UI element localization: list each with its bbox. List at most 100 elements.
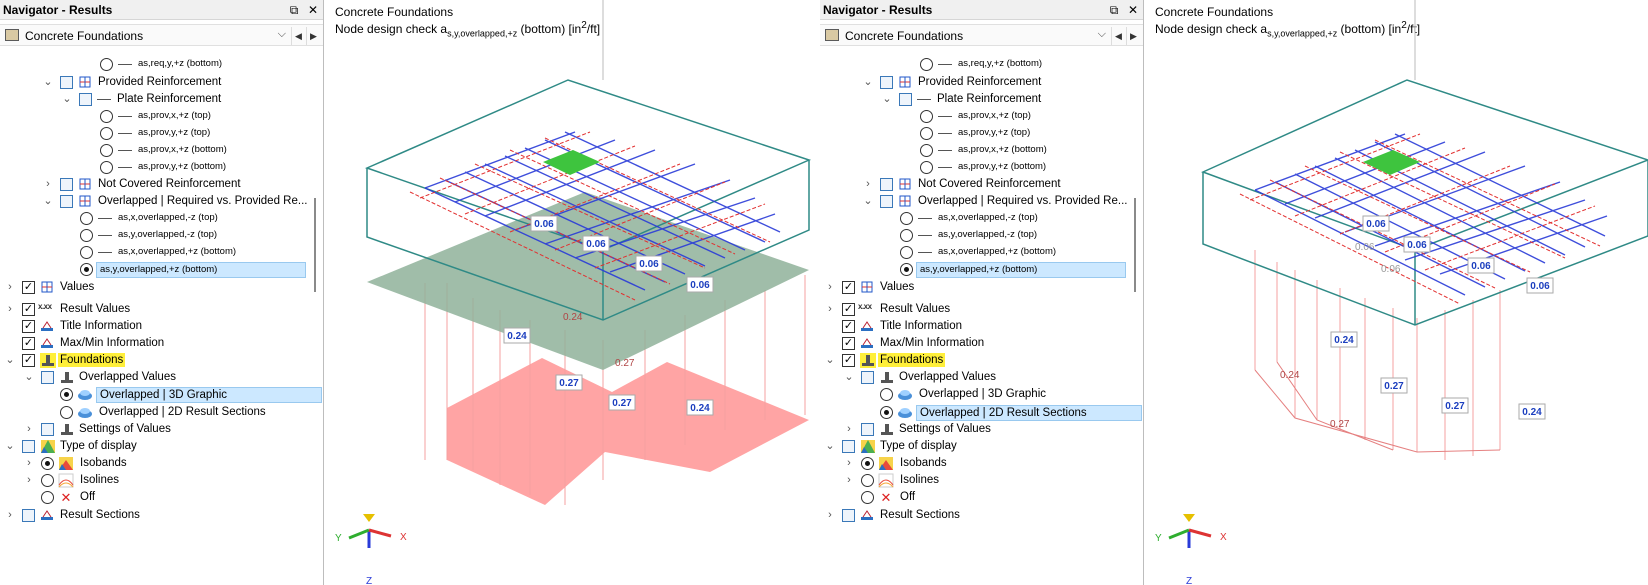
chevron-right-icon[interactable]: ›: [847, 457, 851, 469]
checkbox-checked[interactable]: ✓: [22, 337, 35, 350]
chevron-right-icon[interactable]: ›: [8, 509, 12, 521]
tree-item-ov-y-bottom[interactable]: as,y,overlapped,+z (bottom): [820, 261, 1143, 278]
chevron-right-icon[interactable]: ›: [828, 303, 832, 315]
radio-button[interactable]: [100, 144, 113, 157]
radio-button[interactable]: [920, 127, 933, 140]
radio-button[interactable]: [100, 58, 113, 71]
checkbox[interactable]: [22, 440, 35, 453]
chevron-down-icon[interactable]: ⌄: [62, 93, 72, 105]
chevron-right-icon[interactable]: ›: [828, 509, 832, 521]
radio-button[interactable]: [60, 406, 73, 419]
checkbox-checked[interactable]: ✓: [22, 320, 35, 333]
radio-button[interactable]: [80, 246, 93, 259]
tree-item-isolines[interactable]: › Isolines: [0, 472, 323, 489]
chevron-down-icon[interactable]: ⌄: [825, 354, 835, 366]
radio-button[interactable]: [861, 474, 874, 487]
chevron-right-icon[interactable]: ›: [8, 281, 12, 293]
chevron-right-icon[interactable]: ›: [828, 281, 832, 293]
tree-item-values[interactable]: › ✓ Values: [820, 279, 1143, 296]
chevron-down-icon[interactable]: ⌄: [825, 440, 835, 452]
graphic-view-right[interactable]: Concrete Foundations Node design check a…: [1145, 0, 1648, 585]
tree-item-title-information[interactable]: ✓ Title Information: [0, 318, 323, 335]
tree-item-prov-x-bottom[interactable]: as,prov,x,+z (bottom): [820, 142, 1143, 159]
tree-item-result-sections[interactable]: › Result Sections: [0, 507, 323, 524]
radio-button[interactable]: [80, 212, 93, 225]
tree-item-ov-3d[interactable]: Overlapped | 3D Graphic: [0, 386, 323, 403]
radio-button[interactable]: [41, 474, 54, 487]
tree-item-as-req-y-bottom[interactable]: as,req,y,+z (bottom): [820, 56, 1143, 73]
tree-item-settings-of-values[interactable]: › Settings of Values: [0, 421, 323, 438]
checkbox[interactable]: [60, 195, 73, 208]
chevron-down-icon[interactable]: ⌄: [882, 93, 892, 105]
checkbox-checked[interactable]: ✓: [842, 354, 855, 367]
radio-button[interactable]: [920, 58, 933, 71]
tree-item-settings-of-values[interactable]: › Settings of Values: [820, 421, 1143, 438]
radio-button[interactable]: [100, 161, 113, 174]
radio-button[interactable]: [60, 388, 73, 401]
tree-item-off[interactable]: ✕ Off: [0, 489, 323, 506]
radio-button[interactable]: [900, 212, 913, 225]
radio-button[interactable]: [41, 457, 54, 470]
tree-item-maxmin-information[interactable]: ✓ Max/Min Information: [820, 335, 1143, 352]
radio-button[interactable]: [900, 246, 913, 259]
tree-item-type-of-display[interactable]: ⌄ Type of display: [0, 438, 323, 455]
scrollbar[interactable]: [314, 198, 316, 292]
radio-button[interactable]: [900, 229, 913, 242]
tree-item-foundations[interactable]: ⌄ ✓ Foundations: [0, 352, 323, 369]
chevron-right-icon[interactable]: ›: [8, 303, 12, 315]
tree-item-ov-y-top[interactable]: as,y,overlapped,-z (top): [820, 227, 1143, 244]
chevron-right-icon[interactable]: ›: [46, 178, 50, 190]
prev-button[interactable]: ◀: [291, 27, 305, 45]
chevron-down-icon[interactable]: ⌄: [5, 440, 15, 452]
checkbox-checked[interactable]: ✓: [22, 354, 35, 367]
tree-item-prov-y-bottom[interactable]: as,prov,y,+z (bottom): [820, 159, 1143, 176]
checkbox-checked[interactable]: ✓: [842, 303, 855, 316]
tree-item-ov-2d[interactable]: Overlapped | 2D Result Sections: [0, 404, 323, 421]
checkbox-checked[interactable]: ✓: [22, 281, 35, 294]
checkbox[interactable]: [842, 509, 855, 522]
tree-item-prov-y-top[interactable]: as,prov,y,+z (top): [0, 125, 323, 142]
radio-button[interactable]: [920, 161, 933, 174]
checkbox[interactable]: [880, 178, 893, 191]
checkbox[interactable]: [861, 371, 874, 384]
chevron-down-icon[interactable]: ⌄: [863, 76, 873, 88]
next-button[interactable]: ▶: [1126, 27, 1140, 45]
tree-item-maxmin-information[interactable]: ✓ Max/Min Information: [0, 335, 323, 352]
tree-item-ov-x-bottom[interactable]: as,x,overlapped,+z (bottom): [0, 244, 323, 261]
radio-button[interactable]: [100, 110, 113, 123]
checkbox[interactable]: [79, 93, 92, 106]
checkbox[interactable]: [60, 178, 73, 191]
checkbox[interactable]: [60, 76, 73, 89]
prev-button[interactable]: ◀: [1111, 27, 1125, 45]
tree-item-title-information[interactable]: ✓ Title Information: [820, 318, 1143, 335]
tree-item-ov-y-bottom[interactable]: as,y,overlapped,+z (bottom): [0, 261, 323, 278]
tree-item-prov-x-bottom[interactable]: as,prov,x,+z (bottom): [0, 142, 323, 159]
checkbox[interactable]: [41, 371, 54, 384]
tree-item-prov-x-top[interactable]: as,prov,x,+z (top): [820, 108, 1143, 125]
tree-item-not-covered[interactable]: › Not Covered Reinforcement: [0, 176, 323, 193]
checkbox[interactable]: [861, 423, 874, 436]
checkbox[interactable]: [880, 195, 893, 208]
close-icon[interactable]: ✕: [1127, 3, 1139, 17]
tree-item-overlapped[interactable]: ⌄ Overlapped | Required vs. Provided Re.…: [820, 193, 1143, 210]
tree-item-overlapped[interactable]: ⌄ Overlapped | Required vs. Provided Re.…: [0, 193, 323, 210]
float-window-icon[interactable]: ⧉: [1109, 3, 1119, 17]
chevron-right-icon[interactable]: ›: [847, 423, 851, 435]
chevron-down-icon[interactable]: ⌄: [43, 195, 53, 207]
tree-item-provided-reinforcement[interactable]: ⌄ Provided Reinforcement: [0, 74, 323, 91]
radio-button[interactable]: [861, 491, 874, 504]
chevron-down-icon[interactable]: ⌄: [43, 76, 53, 88]
checkbox-checked[interactable]: ✓: [842, 337, 855, 350]
scrollbar[interactable]: [1134, 198, 1136, 292]
tree-item-ov-y-top[interactable]: as,y,overlapped,-z (top): [0, 227, 323, 244]
tree-item-as-req-y-bottom[interactable]: as,req,y,+z (bottom): [0, 56, 323, 73]
chevron-down-icon[interactable]: ⌄: [5, 354, 15, 366]
chevron-right-icon[interactable]: ›: [847, 474, 851, 486]
tree-item-ov-2d[interactable]: Overlapped | 2D Result Sections: [820, 404, 1143, 421]
checkbox[interactable]: [41, 423, 54, 436]
tree-item-ov-3d[interactable]: Overlapped | 3D Graphic: [820, 386, 1143, 403]
tree-item-overlapped-values[interactable]: ⌄ Overlapped Values: [820, 369, 1143, 386]
chevron-down-icon[interactable]: ⌵: [1097, 28, 1106, 40]
chevron-right-icon[interactable]: ›: [27, 423, 31, 435]
checkbox[interactable]: [22, 509, 35, 522]
